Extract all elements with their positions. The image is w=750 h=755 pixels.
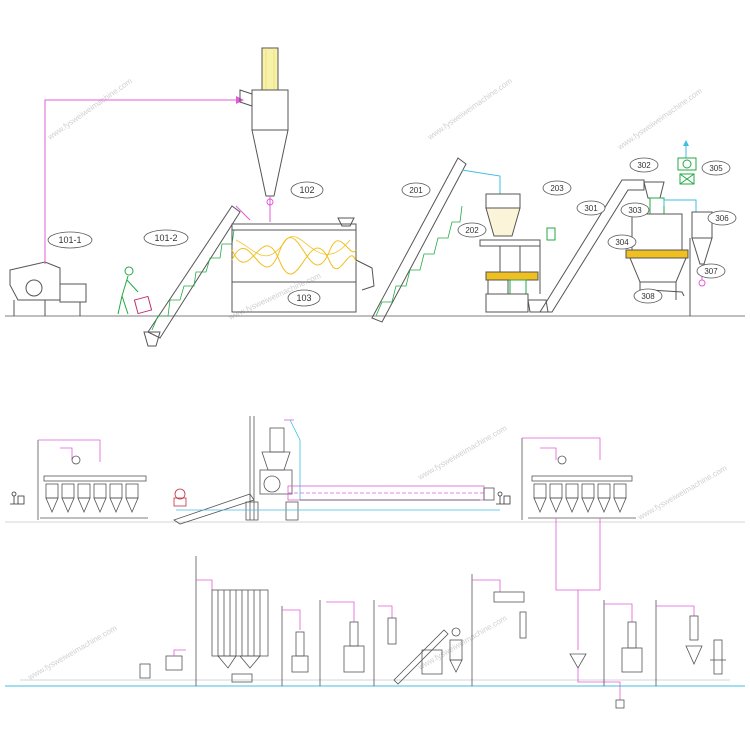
label-bubble-102 bbox=[290, 181, 324, 199]
bottom-station-8 bbox=[656, 605, 726, 675]
label-bubble-101-1 bbox=[47, 231, 93, 249]
watermarks: www.fysweiweimachine.com www.fysweiweima… bbox=[26, 76, 729, 682]
pipe-mill-to-cyclone bbox=[44, 99, 238, 264]
hammer-mill-101-1 bbox=[9, 261, 87, 316]
bottom-station-1 bbox=[139, 649, 186, 679]
label-bubble-304 bbox=[607, 234, 637, 250]
label-bubble-301 bbox=[576, 200, 606, 216]
bucket-elevator-301 bbox=[527, 179, 645, 313]
label-306: 306 bbox=[715, 214, 729, 223]
label-308: 308 bbox=[641, 292, 655, 301]
label-bubble-305 bbox=[701, 160, 731, 176]
worker-figure bbox=[117, 266, 153, 315]
label-301: 301 bbox=[584, 204, 598, 213]
silo-bank-left bbox=[37, 439, 148, 520]
watermark-7: www.fysweiweimachine.com bbox=[26, 623, 119, 682]
screw-conveyor-101-2 bbox=[143, 205, 241, 347]
label-303: 303 bbox=[628, 206, 642, 215]
label-bubble-302 bbox=[629, 157, 659, 173]
screw-conveyor-201 bbox=[371, 157, 467, 323]
bottom-station-6 bbox=[472, 579, 625, 709]
label-102: 102 bbox=[299, 185, 314, 195]
bottom-station-4 bbox=[326, 600, 375, 686]
cyclone-306 bbox=[689, 211, 713, 316]
label-bubble-303 bbox=[620, 202, 650, 218]
cooler-304 bbox=[625, 181, 689, 300]
label-bubble-201 bbox=[401, 182, 431, 198]
label-103: 103 bbox=[296, 293, 311, 303]
bottom-station-3 bbox=[281, 600, 321, 686]
label-101-1: 101-1 bbox=[58, 235, 81, 245]
label-bubble-308 bbox=[633, 288, 663, 304]
label-201: 201 bbox=[409, 186, 423, 195]
watermark-6: www.fysweiweimachine.com bbox=[636, 463, 729, 522]
label-101-2: 101-2 bbox=[154, 233, 177, 243]
label-bubble-307 bbox=[696, 263, 726, 279]
bottom-station-5 bbox=[378, 574, 473, 686]
label-202: 202 bbox=[465, 226, 479, 235]
pellet-mill-202 bbox=[479, 193, 541, 313]
label-305: 305 bbox=[709, 164, 723, 173]
bottom-station-7 bbox=[603, 600, 657, 686]
fan-305 bbox=[677, 140, 697, 185]
watermark-2: www.fysweiweimachine.com bbox=[425, 76, 514, 142]
conveyor-to-dryer-pipe bbox=[235, 205, 251, 221]
label-203: 203 bbox=[550, 184, 564, 193]
label-bubble-103 bbox=[287, 289, 321, 307]
label-304: 304 bbox=[615, 238, 629, 247]
fan-duct bbox=[663, 199, 697, 212]
control-box-icon bbox=[546, 227, 556, 241]
dryer-103 bbox=[231, 217, 375, 313]
watermark-3: www.fysweiweimachine.com bbox=[615, 86, 704, 152]
label-bubble-306 bbox=[707, 210, 737, 226]
label-bubble-202 bbox=[457, 222, 487, 238]
central-production-line bbox=[173, 416, 495, 525]
label-307: 307 bbox=[704, 267, 718, 276]
bag-filter-bank bbox=[195, 556, 269, 686]
watermark-5: www.fysweiweimachine.com bbox=[416, 423, 509, 482]
small-figure-right bbox=[496, 491, 511, 505]
pipe-right-bank-down bbox=[555, 518, 601, 591]
silo-bank-right bbox=[521, 437, 636, 520]
label-bubble-203 bbox=[542, 180, 572, 196]
small-figure-left bbox=[10, 491, 25, 505]
pipe-201-to-202 bbox=[461, 169, 501, 194]
worker-icon-middle bbox=[173, 488, 187, 507]
label-302: 302 bbox=[637, 161, 651, 170]
cyclone-102 bbox=[239, 47, 289, 222]
label-bubble-101-2 bbox=[143, 229, 189, 247]
watermark-1: www.fysweiweimachine.com bbox=[45, 76, 134, 142]
